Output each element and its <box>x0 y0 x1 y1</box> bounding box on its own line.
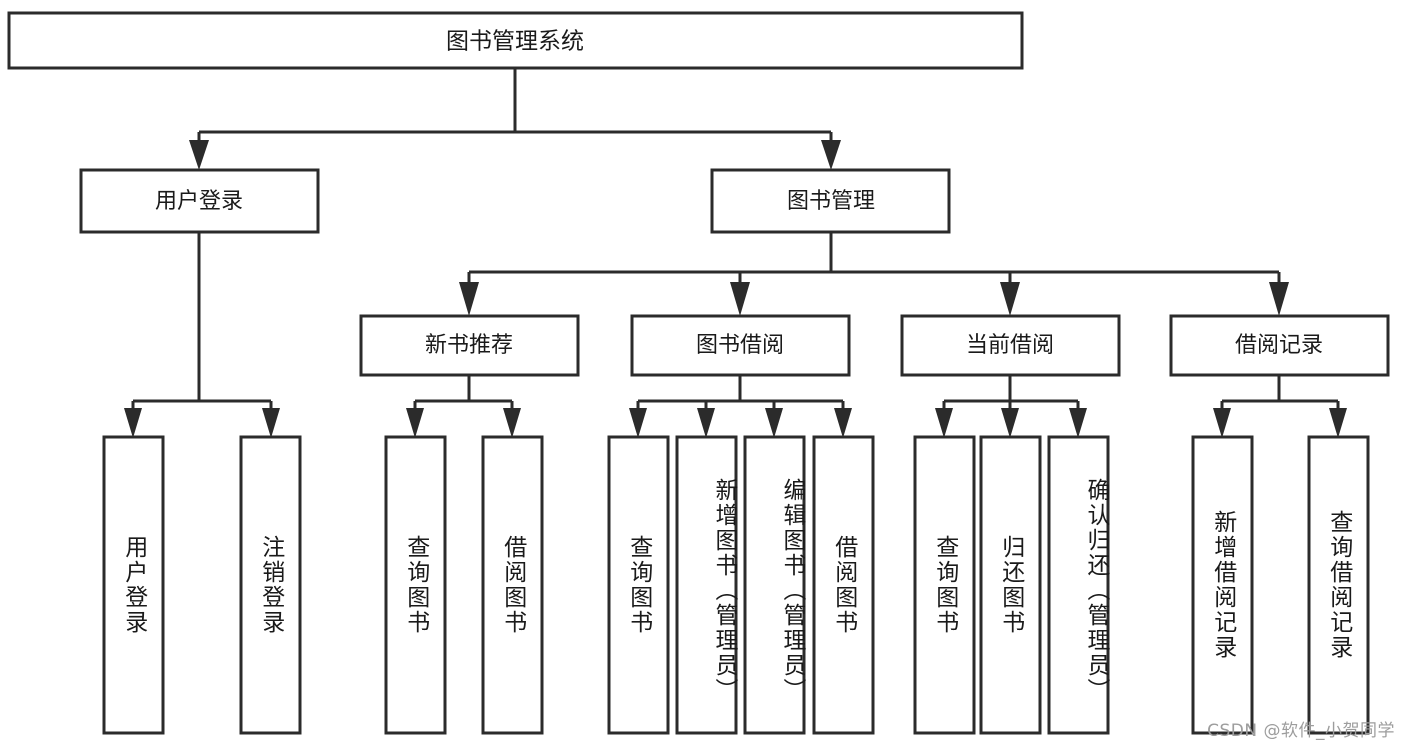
node-new-book-recommend-box[interactable] <box>359 314 580 377</box>
node-book-borrow-label: 图书借阅 <box>696 333 784 358</box>
arrow-to-leaf-query-record <box>1329 408 1347 438</box>
node-new-book-recommend[interactable]: 新书推荐 <box>359 314 580 377</box>
leaf-return-book-box[interactable] <box>979 435 1042 735</box>
leaf-user-login-box[interactable] <box>102 435 165 735</box>
leaf-borrow-book-1-box[interactable] <box>481 435 544 735</box>
leaf-query-book-1-box[interactable] <box>384 435 447 735</box>
node-current-borrow[interactable]: 当前借阅 <box>900 314 1121 377</box>
arrow-to-current-borrow <box>1000 282 1020 316</box>
arrow-to-user-login <box>189 140 209 170</box>
arrow-to-leaf-confirm-return <box>1069 408 1087 438</box>
arrow-to-leaf-user-login <box>124 408 142 438</box>
arrow-to-borrow-record <box>1269 282 1289 316</box>
node-borrow-record-box[interactable] <box>1169 314 1390 377</box>
leaf-user-logout-box[interactable] <box>239 435 302 735</box>
arrow-to-leaf-edit-book <box>765 408 783 438</box>
leaf-add-book-box[interactable] <box>675 435 738 735</box>
node-root[interactable]: 图书管理系统 <box>7 11 1024 70</box>
arrow-to-leaf-return-book <box>1001 408 1019 438</box>
node-root-label: 图书管理系统 <box>446 29 584 55</box>
node-user-login-label: 用户登录 <box>155 189 243 214</box>
edges-book-manage-to-level3 <box>459 232 1289 316</box>
arrow-to-book-manage <box>821 140 841 170</box>
node-current-borrow-box[interactable] <box>900 314 1121 377</box>
edges-new-book-recommend-to-leaves <box>406 375 521 438</box>
csdn-watermark: CSDN @软件_小贺同学 <box>1207 721 1395 741</box>
node-book-manage-label: 图书管理 <box>787 189 875 214</box>
edges-book-borrow-to-leaves <box>629 375 852 438</box>
edges-borrow-record-to-leaves <box>1213 375 1347 438</box>
arrow-to-new-book-recommend <box>459 282 479 316</box>
node-book-borrow[interactable]: 图书借阅 <box>630 314 851 377</box>
leaf-add-record-box[interactable] <box>1191 435 1254 735</box>
edges-current-borrow-to-leaves <box>935 375 1087 438</box>
leaf-borrow-book-2-box[interactable] <box>812 435 875 735</box>
node-book-borrow-box[interactable] <box>630 314 851 377</box>
leaf-confirm-return-box[interactable] <box>1047 435 1110 735</box>
node-borrow-record[interactable]: 借阅记录 <box>1169 314 1390 377</box>
leaf-query-book-3-box[interactable] <box>913 435 976 735</box>
arrow-to-leaf-user-logout <box>262 408 280 438</box>
leaf-boxes <box>102 435 1370 735</box>
node-new-book-recommend-label: 新书推荐 <box>425 333 513 358</box>
node-user-login-box[interactable] <box>79 168 320 234</box>
leaf-query-book-2-box[interactable] <box>607 435 670 735</box>
node-root-box[interactable] <box>7 11 1024 70</box>
arrow-to-leaf-borrow-book-1 <box>503 408 521 438</box>
arrow-to-book-borrow <box>730 282 750 316</box>
arrow-to-leaf-add-book <box>697 408 715 438</box>
node-book-manage-box[interactable] <box>710 168 951 234</box>
arrow-to-leaf-query-book-2 <box>629 408 647 438</box>
arrow-to-leaf-query-book-3 <box>935 408 953 438</box>
leaf-edit-book-box[interactable] <box>743 435 806 735</box>
edges-user-login-to-leaves <box>124 232 280 438</box>
leaf-query-record-box[interactable] <box>1307 435 1370 735</box>
arrow-to-leaf-borrow-book-2 <box>834 408 852 438</box>
arrow-to-leaf-query-book-1 <box>406 408 424 438</box>
node-current-borrow-label: 当前借阅 <box>966 333 1054 358</box>
arrow-to-leaf-add-record <box>1213 408 1231 438</box>
node-borrow-record-label: 借阅记录 <box>1235 333 1323 358</box>
node-book-manage[interactable]: 图书管理 <box>710 168 951 234</box>
edges-root-to-level2 <box>189 68 841 170</box>
node-user-login[interactable]: 用户登录 <box>79 168 320 234</box>
